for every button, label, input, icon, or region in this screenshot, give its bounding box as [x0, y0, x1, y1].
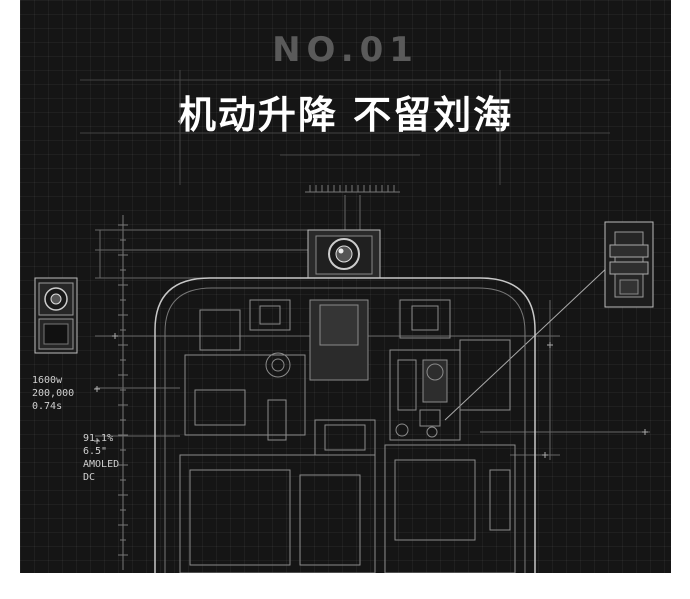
blueprint-drawing: [34, 70, 654, 573]
left-ruler: [118, 215, 128, 570]
spec-list-bottom: 91.1% 6.5" AMOLED DC: [83, 432, 119, 484]
spec-list-top: 1600w 200,000 0.74s: [32, 374, 74, 413]
crosshair-marks: [94, 333, 648, 458]
module-inset-right: [604, 221, 654, 308]
spec-item: DC: [83, 472, 96, 483]
spec-item: 200,000: [32, 388, 75, 399]
spec-item: 6.5": [83, 446, 108, 457]
poster: NO.01 机动升降 不留刘海: [20, 0, 671, 573]
spec-item: 91.1%: [83, 433, 114, 444]
spec-item: 0.74s: [32, 401, 63, 412]
series-number: NO.01: [272, 30, 419, 70]
popup-camera: [307, 229, 381, 279]
spec-item: 1600w: [32, 375, 63, 386]
phone-outline: [154, 277, 536, 573]
top-ruler: [305, 185, 400, 193]
spec-item: AMOLED: [83, 459, 120, 470]
camera-inset-left: [34, 277, 78, 354]
phone-internals: [179, 299, 516, 573]
headline: 机动升降 不留刘海: [177, 93, 514, 137]
